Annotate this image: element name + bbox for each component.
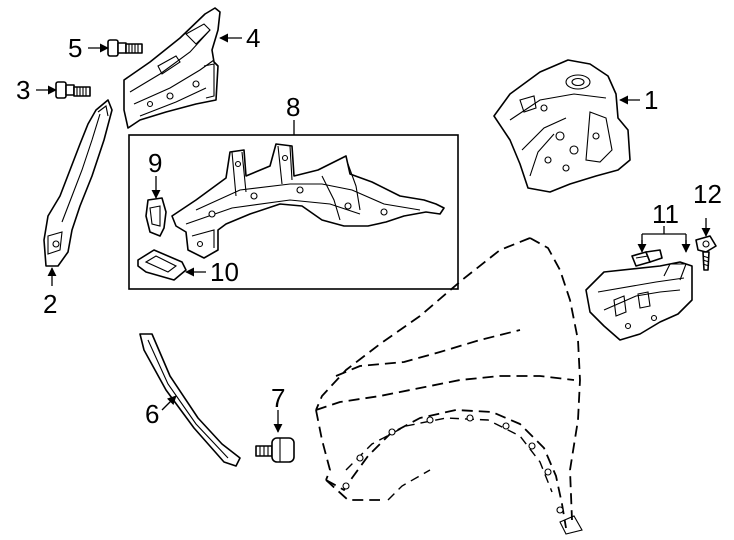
callout-10: 10 bbox=[210, 257, 239, 287]
callout-6: 6 bbox=[145, 399, 159, 429]
seal-strip-part-6 bbox=[139, 333, 241, 467]
callout-4: 4 bbox=[246, 23, 260, 53]
callout-11: 11 bbox=[652, 199, 679, 229]
fender-outline bbox=[315, 237, 583, 535]
clips-part-11 bbox=[631, 249, 663, 267]
callout-7: 7 bbox=[271, 383, 285, 413]
pillar-reinforcement-part-2 bbox=[43, 99, 113, 267]
callout-2: 2 bbox=[43, 289, 57, 319]
bolt-part-3 bbox=[55, 81, 91, 99]
frame-rail-part-8 bbox=[171, 143, 445, 259]
plate-part-10 bbox=[137, 249, 187, 281]
wheelhouse-part-1 bbox=[493, 59, 631, 193]
leader-lines bbox=[36, 33, 711, 433]
callout-8: 8 bbox=[286, 92, 300, 122]
callout-5: 5 bbox=[68, 33, 82, 63]
bolt-part-7 bbox=[255, 437, 295, 463]
callout-9: 9 bbox=[148, 148, 162, 178]
callout-3: 3 bbox=[16, 75, 30, 105]
bracket-part-9 bbox=[145, 197, 167, 237]
apron-rail-part-4 bbox=[123, 7, 221, 129]
callout-12: 12 bbox=[693, 179, 722, 209]
callout-labels: 1 2 3 4 5 6 7 8 9 10 11 12 bbox=[16, 23, 722, 429]
callout-1: 1 bbox=[644, 85, 658, 115]
bolt-part-5 bbox=[107, 39, 143, 57]
support-bracket bbox=[585, 261, 693, 341]
screw-part-12 bbox=[695, 235, 717, 271]
